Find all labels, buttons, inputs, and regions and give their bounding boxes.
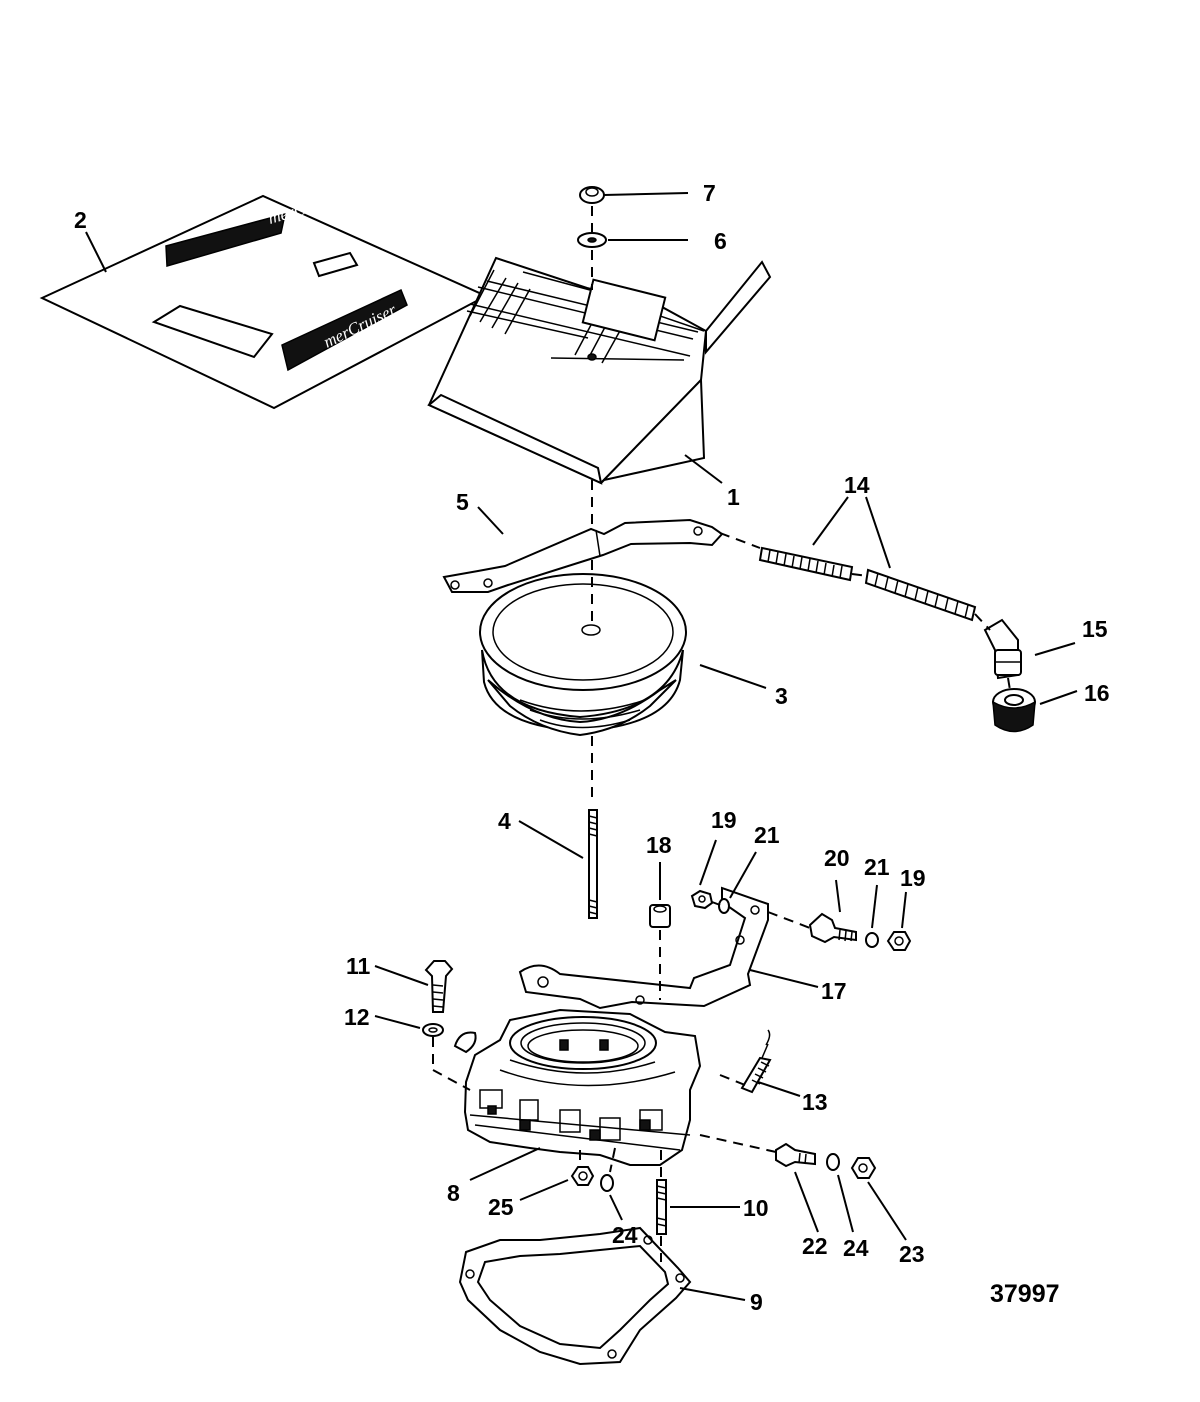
callout-19-upper-left: 19 <box>711 807 737 833</box>
cover-nut <box>579 186 605 204</box>
decal-sheet: merCruiser merCruiser <box>39 188 489 410</box>
elbow-fitting <box>983 618 1022 680</box>
carb-bolt <box>424 960 454 1013</box>
carb-gasket <box>458 1226 692 1366</box>
carb-bolt-washer <box>422 1023 444 1037</box>
callout-21-upper-right: 21 <box>864 854 890 880</box>
long-stud <box>588 809 598 919</box>
callout-24-lower-right: 24 <box>843 1235 869 1261</box>
callout-10: 10 <box>743 1195 769 1221</box>
flame-arrestor <box>479 573 687 737</box>
assembly-lines <box>432 206 1011 1262</box>
callout-labels: 1 2 3 4 5 6 7 8 9 10 11 12 13 14 15 16 1… <box>74 180 1110 1315</box>
idle-nut <box>850 1157 877 1179</box>
callout-7: 7 <box>703 180 716 206</box>
idle-stud <box>775 1142 816 1168</box>
callout-23: 23 <box>899 1241 925 1267</box>
base-washer <box>600 1174 614 1192</box>
idle-washer <box>826 1153 840 1171</box>
leader-lines <box>85 192 1078 1301</box>
callout-3: 3 <box>775 683 788 709</box>
short-stud <box>656 1179 667 1235</box>
flame-arrestor-cover <box>427 256 772 485</box>
callout-4: 4 <box>498 808 511 834</box>
callout-24-lower-left: 24 <box>612 1222 638 1248</box>
base-nut <box>570 1166 595 1186</box>
callout-2: 2 <box>74 207 87 233</box>
figure-number: 37997 <box>990 1280 1060 1308</box>
callout-17: 17 <box>821 978 847 1004</box>
callout-15: 15 <box>1082 616 1108 642</box>
return-spring <box>740 1029 772 1094</box>
callout-5: 5 <box>456 489 469 515</box>
callout-9: 9 <box>750 1289 763 1315</box>
carburetor <box>453 1008 702 1166</box>
bracket-nut-right <box>886 931 912 951</box>
callout-1: 1 <box>727 484 740 510</box>
callout-16: 16 <box>1084 680 1110 706</box>
callout-19-upper-right: 19 <box>900 865 926 891</box>
callout-13: 13 <box>802 1089 828 1115</box>
callout-25: 25 <box>488 1194 514 1220</box>
vent-hoses <box>758 546 977 622</box>
callout-14: 14 <box>844 472 870 498</box>
grommet <box>992 688 1036 733</box>
cover-washer <box>577 232 607 248</box>
callout-11: 11 <box>346 953 371 979</box>
callout-20: 20 <box>824 845 850 871</box>
bracket-washer-right <box>865 932 879 948</box>
throttle-bracket <box>518 886 769 1010</box>
bracket-washer-left <box>718 898 730 914</box>
callout-8: 8 <box>447 1180 460 1206</box>
bracket-nut-left <box>690 889 714 910</box>
callout-21-upper-left: 21 <box>754 822 780 848</box>
spacer <box>649 904 671 928</box>
callout-18: 18 <box>646 832 672 858</box>
callout-6: 6 <box>714 228 727 254</box>
stud-bolt <box>808 912 857 944</box>
callout-22: 22 <box>802 1233 828 1259</box>
callout-12: 12 <box>344 1004 370 1030</box>
